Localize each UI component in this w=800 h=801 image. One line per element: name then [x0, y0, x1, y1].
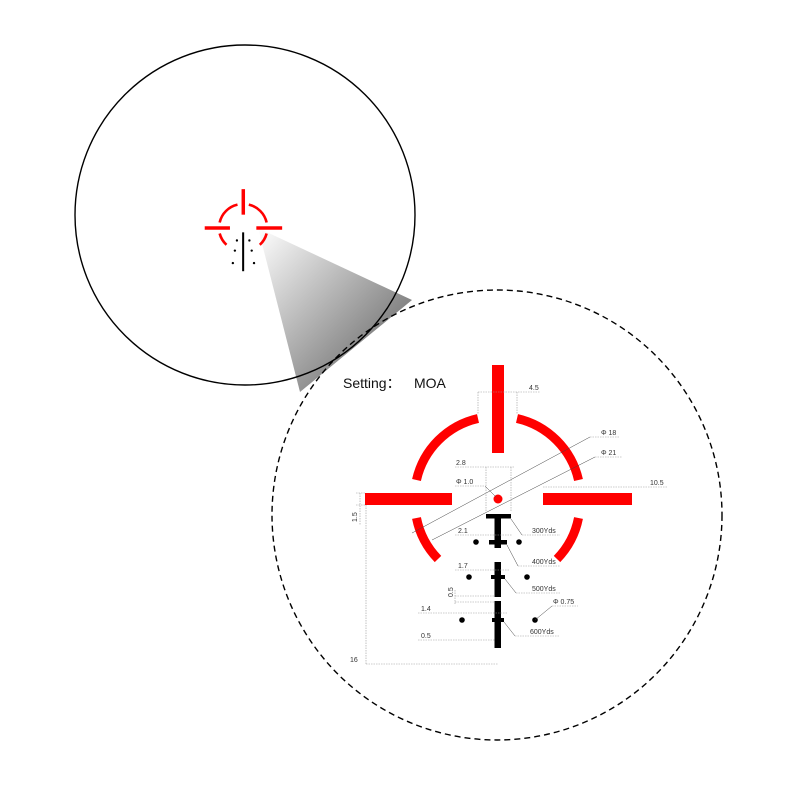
dimension-lines: [356, 391, 668, 665]
bdc-post: [459, 514, 538, 648]
dim-bar-height: 1.5: [352, 512, 359, 522]
top-bar: [492, 365, 504, 453]
dim-bar-thickness: 0.5: [421, 633, 431, 640]
magnify-cone: [258, 228, 412, 392]
dim-ring-inner: Φ 18: [601, 430, 616, 437]
ring-arcs: [412, 414, 583, 563]
dim-ring-outer: Φ 21: [601, 450, 616, 457]
right-bar: [543, 493, 632, 505]
range-label-500: 500Yds: [532, 586, 556, 593]
scope-view-circle: [74, 44, 416, 386]
setting-label: Setting：: [343, 375, 401, 391]
ring-arc-top-right: [515, 414, 583, 482]
dim-gap: 0.5: [448, 587, 455, 597]
dim-bar-width: 4.5: [529, 385, 539, 392]
setting-value: MOA: [414, 375, 447, 391]
dim-center-dot: Φ 1.0: [456, 479, 473, 486]
ring-arc-bottom-right: [553, 516, 583, 563]
dim-bar-length: 10.5: [650, 480, 664, 487]
dim-hold-4: 1.4: [421, 606, 431, 613]
magnified-view-circle: [271, 289, 723, 741]
left-bar: [365, 493, 452, 505]
range-label-300: 300Yds: [532, 528, 556, 535]
range-label-400: 400Yds: [532, 559, 556, 566]
small-reticle: [204, 189, 283, 272]
dim-dot-size: Φ 0.75: [553, 599, 574, 606]
range-label-600: 600Yds: [530, 629, 554, 636]
dim-hold-2: 2.1: [458, 528, 468, 535]
ring-arc-bottom-left: [412, 516, 442, 563]
dim-hold-3: 1.7: [458, 563, 468, 570]
dim-total-drop: 16: [350, 657, 358, 664]
dim-box-width: 2.8: [456, 460, 466, 467]
ring-arc-top-left: [412, 414, 480, 482]
